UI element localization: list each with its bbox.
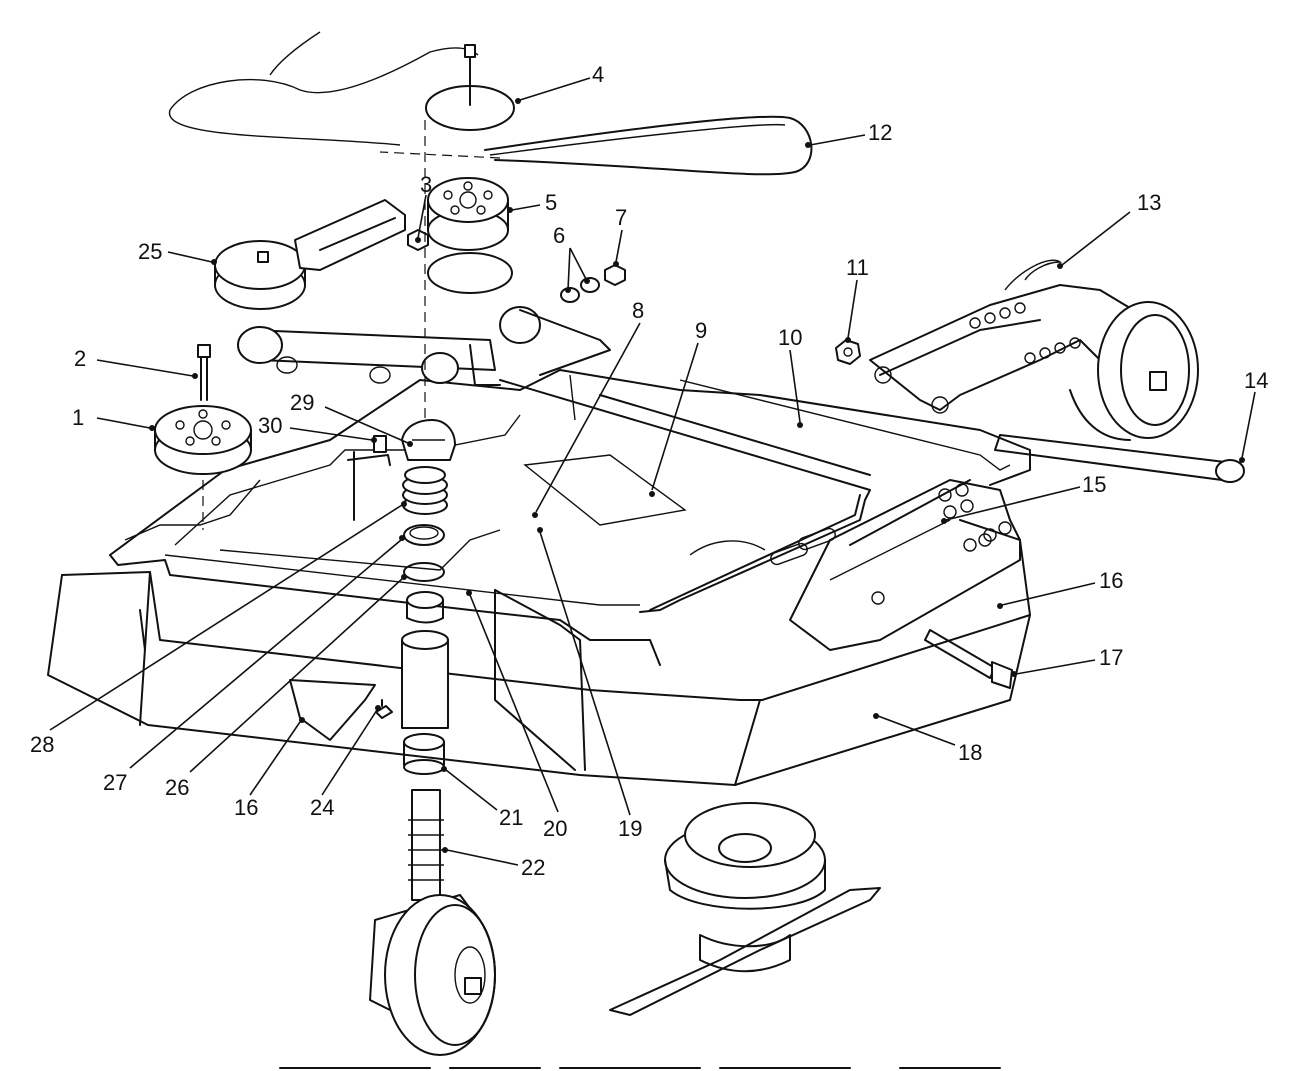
callout-17: 17 bbox=[1099, 645, 1123, 670]
idler-arm-tube bbox=[237, 306, 611, 421]
lift-arm-assembly bbox=[869, 259, 1245, 483]
callout-3: 3 bbox=[420, 172, 432, 197]
callout-10: 10 bbox=[778, 325, 802, 350]
blade-spindle-assembly bbox=[609, 802, 881, 1016]
ring-26 bbox=[403, 562, 445, 582]
grease-fitting-24 bbox=[375, 699, 393, 719]
pivot-bolt bbox=[924, 629, 1013, 689]
idler-arm-assembly bbox=[214, 199, 406, 310]
callout-16-left: 16 bbox=[234, 795, 258, 820]
callout-13: 13 bbox=[1137, 190, 1161, 215]
caster-wheel-assembly bbox=[369, 789, 496, 1056]
callout-20: 20 bbox=[543, 816, 567, 841]
callout-12: 12 bbox=[868, 120, 892, 145]
callout-labels: 1 2 3 4 5 6 7 8 9 10 11 12 13 14 15 16 1… bbox=[30, 62, 1268, 880]
nut-11 bbox=[835, 339, 861, 365]
bushing-20 bbox=[406, 591, 444, 624]
callout-5: 5 bbox=[545, 190, 557, 215]
callout-21: 21 bbox=[499, 805, 523, 830]
mower-deck-housing bbox=[47, 369, 1031, 786]
callout-18: 18 bbox=[958, 740, 982, 765]
callout-6: 6 bbox=[553, 223, 565, 248]
callout-9: 9 bbox=[695, 318, 707, 343]
caster-tube bbox=[401, 120, 449, 729]
callout-30: 30 bbox=[258, 413, 282, 438]
hitch-bracket bbox=[789, 479, 1021, 651]
bolt-2 bbox=[197, 344, 211, 401]
callout-22: 22 bbox=[521, 855, 545, 880]
callout-25: 25 bbox=[138, 239, 162, 264]
callout-24: 24 bbox=[310, 795, 334, 820]
callout-8: 8 bbox=[632, 298, 644, 323]
callout-16-right: 16 bbox=[1099, 568, 1123, 593]
leader-lines bbox=[49, 77, 1256, 866]
callout-2: 2 bbox=[74, 346, 86, 371]
grease-cap-29 bbox=[401, 419, 456, 461]
nut-7 bbox=[604, 264, 626, 286]
bushing-21 bbox=[403, 733, 445, 775]
pulley-1 bbox=[154, 405, 252, 530]
callout-27: 27 bbox=[103, 770, 127, 795]
callout-1: 1 bbox=[72, 405, 84, 430]
callout-28: 28 bbox=[30, 732, 54, 757]
callout-4: 4 bbox=[592, 62, 604, 87]
pulley-5 bbox=[427, 177, 513, 294]
callout-26: 26 bbox=[165, 775, 189, 800]
idler-pulley-4 bbox=[425, 44, 515, 131]
washer-27 bbox=[403, 524, 445, 546]
callout-14: 14 bbox=[1244, 368, 1268, 393]
fitting-30 bbox=[347, 435, 391, 521]
spring-28 bbox=[402, 466, 448, 515]
callout-11: 11 bbox=[846, 255, 869, 280]
callout-29: 29 bbox=[290, 390, 314, 415]
callout-19: 19 bbox=[618, 816, 642, 841]
callout-7: 7 bbox=[615, 205, 627, 230]
callout-15: 15 bbox=[1082, 472, 1106, 497]
